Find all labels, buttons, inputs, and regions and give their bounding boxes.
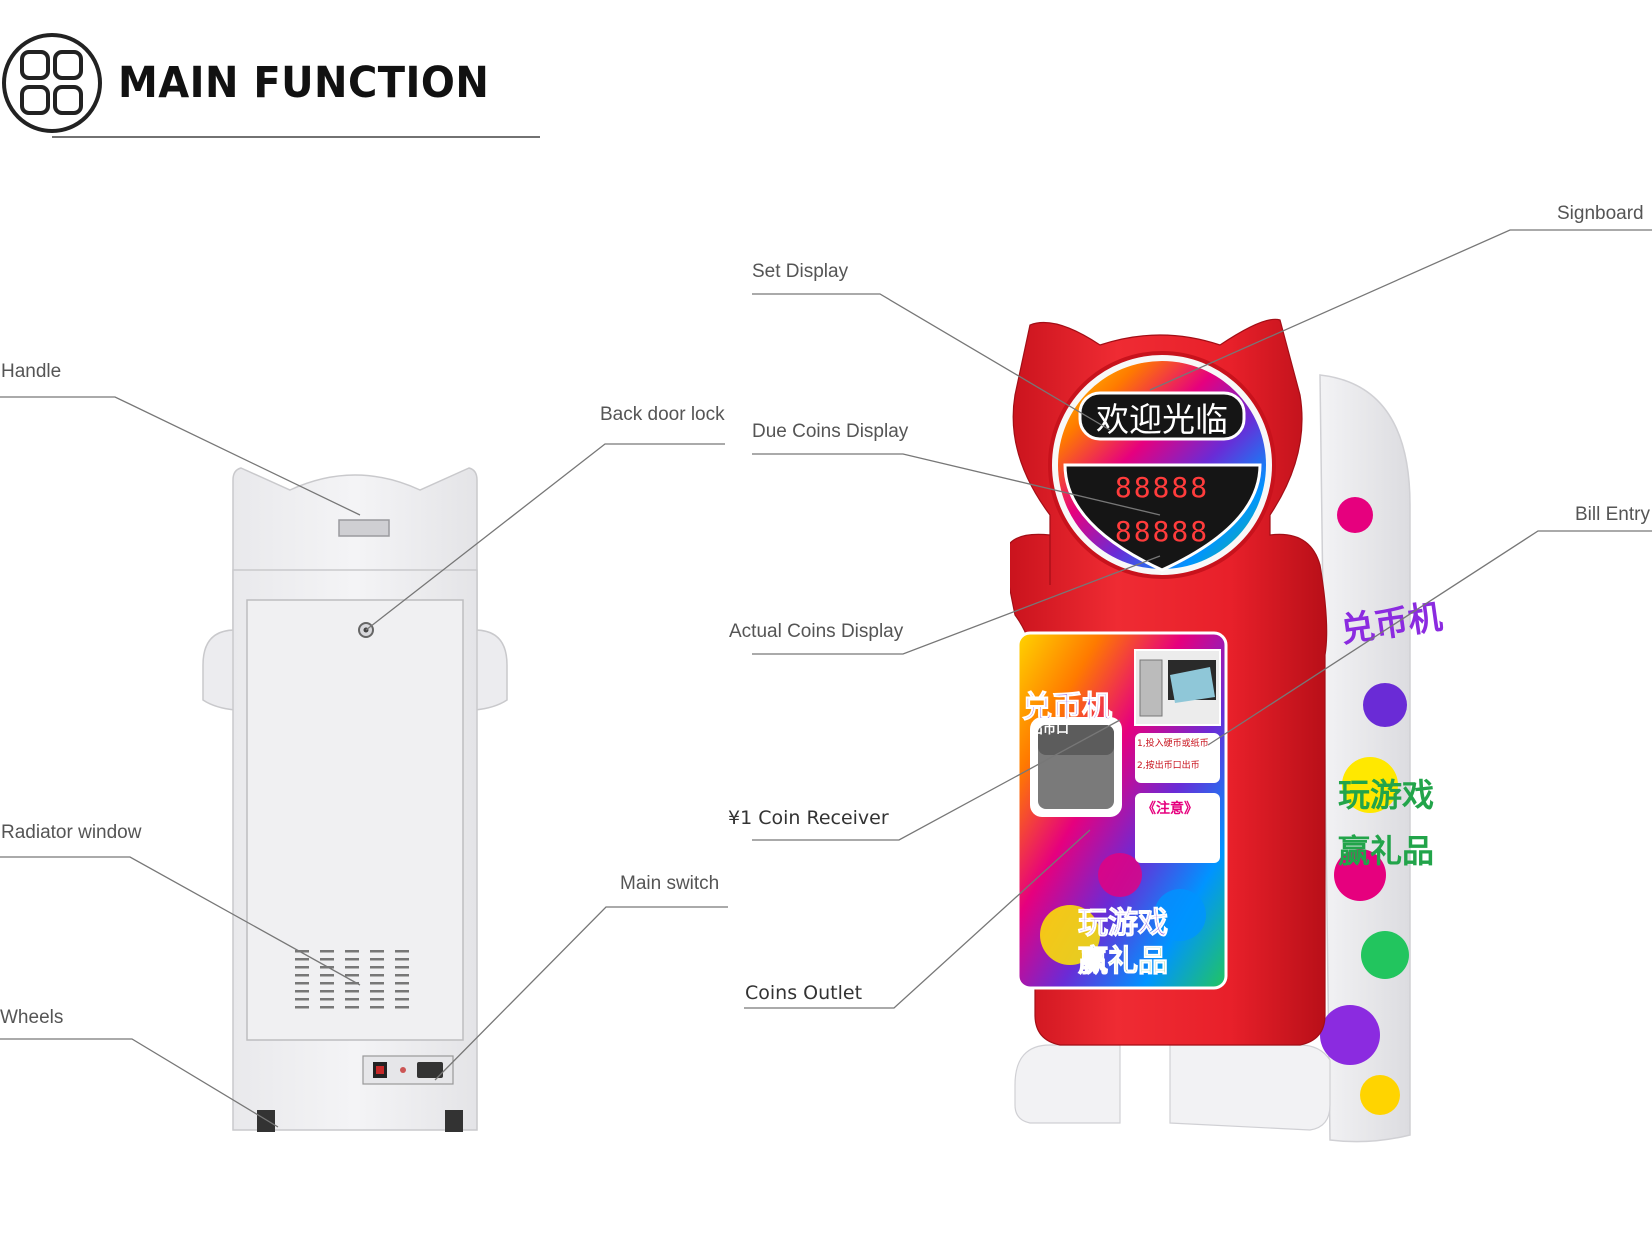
bill-entry: [1134, 649, 1221, 726]
wheels-leader: [0, 1038, 279, 1128]
due-coins-digits: 88888: [1115, 471, 1209, 504]
wheel-right: [445, 1110, 463, 1132]
radiator-window-leader: [0, 856, 361, 986]
main-switch-panel: [362, 1055, 454, 1085]
instruction-card: [1135, 733, 1220, 783]
due-coins-display-leader: [752, 453, 1161, 516]
label-handle: Handle: [1, 361, 62, 382]
notice-card: [1135, 793, 1220, 863]
radiator-window: [295, 950, 409, 1009]
header-icon-badge: [2, 33, 540, 138]
label-coin-receiver: ¥1 Coin Receiver: [728, 807, 889, 829]
four-rounded-squares-icon: [2, 33, 102, 133]
side-slogan-line-2: 赢礼品: [1338, 832, 1435, 870]
bill-entry-leader: [1207, 530, 1652, 746]
label-set-display: Set Display: [752, 261, 849, 282]
label-main-switch: Main switch: [620, 873, 720, 894]
welcome-text: 欢迎光临: [1096, 400, 1228, 439]
label-wheels: Wheels: [0, 1007, 64, 1028]
actual-coins-display-leader: [752, 555, 1161, 655]
page-title: MAIN FUNCTION: [118, 58, 490, 108]
machine-name-text: 兑币机: [1022, 690, 1113, 726]
side-slogan-line-1: 玩游戏: [1338, 776, 1435, 814]
slogan-line-2: 赢礼品: [1078, 944, 1169, 980]
front-view-machine: 88888 88888: [1010, 318, 1411, 1143]
coin-receiver-leader: [752, 719, 1121, 841]
set-display-leader: [752, 293, 1111, 431]
label-back-door-lock: Back door lock: [600, 404, 725, 425]
slogan-line-1: 玩游戏: [1078, 906, 1169, 942]
set-display: [1078, 391, 1246, 441]
main-switch-leader: [434, 906, 728, 1081]
label-signboard: Signboard: [1557, 203, 1644, 224]
coins-outlet-leader: [744, 829, 1091, 1009]
label-bill-entry: Bill Entry: [1575, 504, 1650, 525]
back-view-machine: [202, 467, 508, 1132]
actual-coins-digits: 88888: [1115, 515, 1209, 548]
label-radiator-window: Radiator window: [1, 822, 142, 843]
label-coins-outlet: Coins Outlet: [745, 982, 863, 1004]
wheel-left: [257, 1110, 275, 1132]
digit-display-panel: [1063, 463, 1262, 572]
back-door-lock-leader: [365, 443, 725, 631]
notice-title: 《注意》: [1142, 801, 1198, 817]
instruction-line-1: 1,投入硬币或纸币: [1137, 739, 1209, 749]
label-due-coins-display: Due Coins Display: [752, 421, 909, 442]
instruction-line-2: 2,按出币口出币: [1137, 761, 1200, 771]
coin-outlet-sublabel: 出币口: [1030, 722, 1070, 737]
handle-slot: [338, 519, 390, 537]
handle-leader: [0, 396, 361, 516]
label-actual-coins-display: Actual Coins Display: [729, 621, 904, 642]
signboard-leader: [1149, 229, 1652, 391]
